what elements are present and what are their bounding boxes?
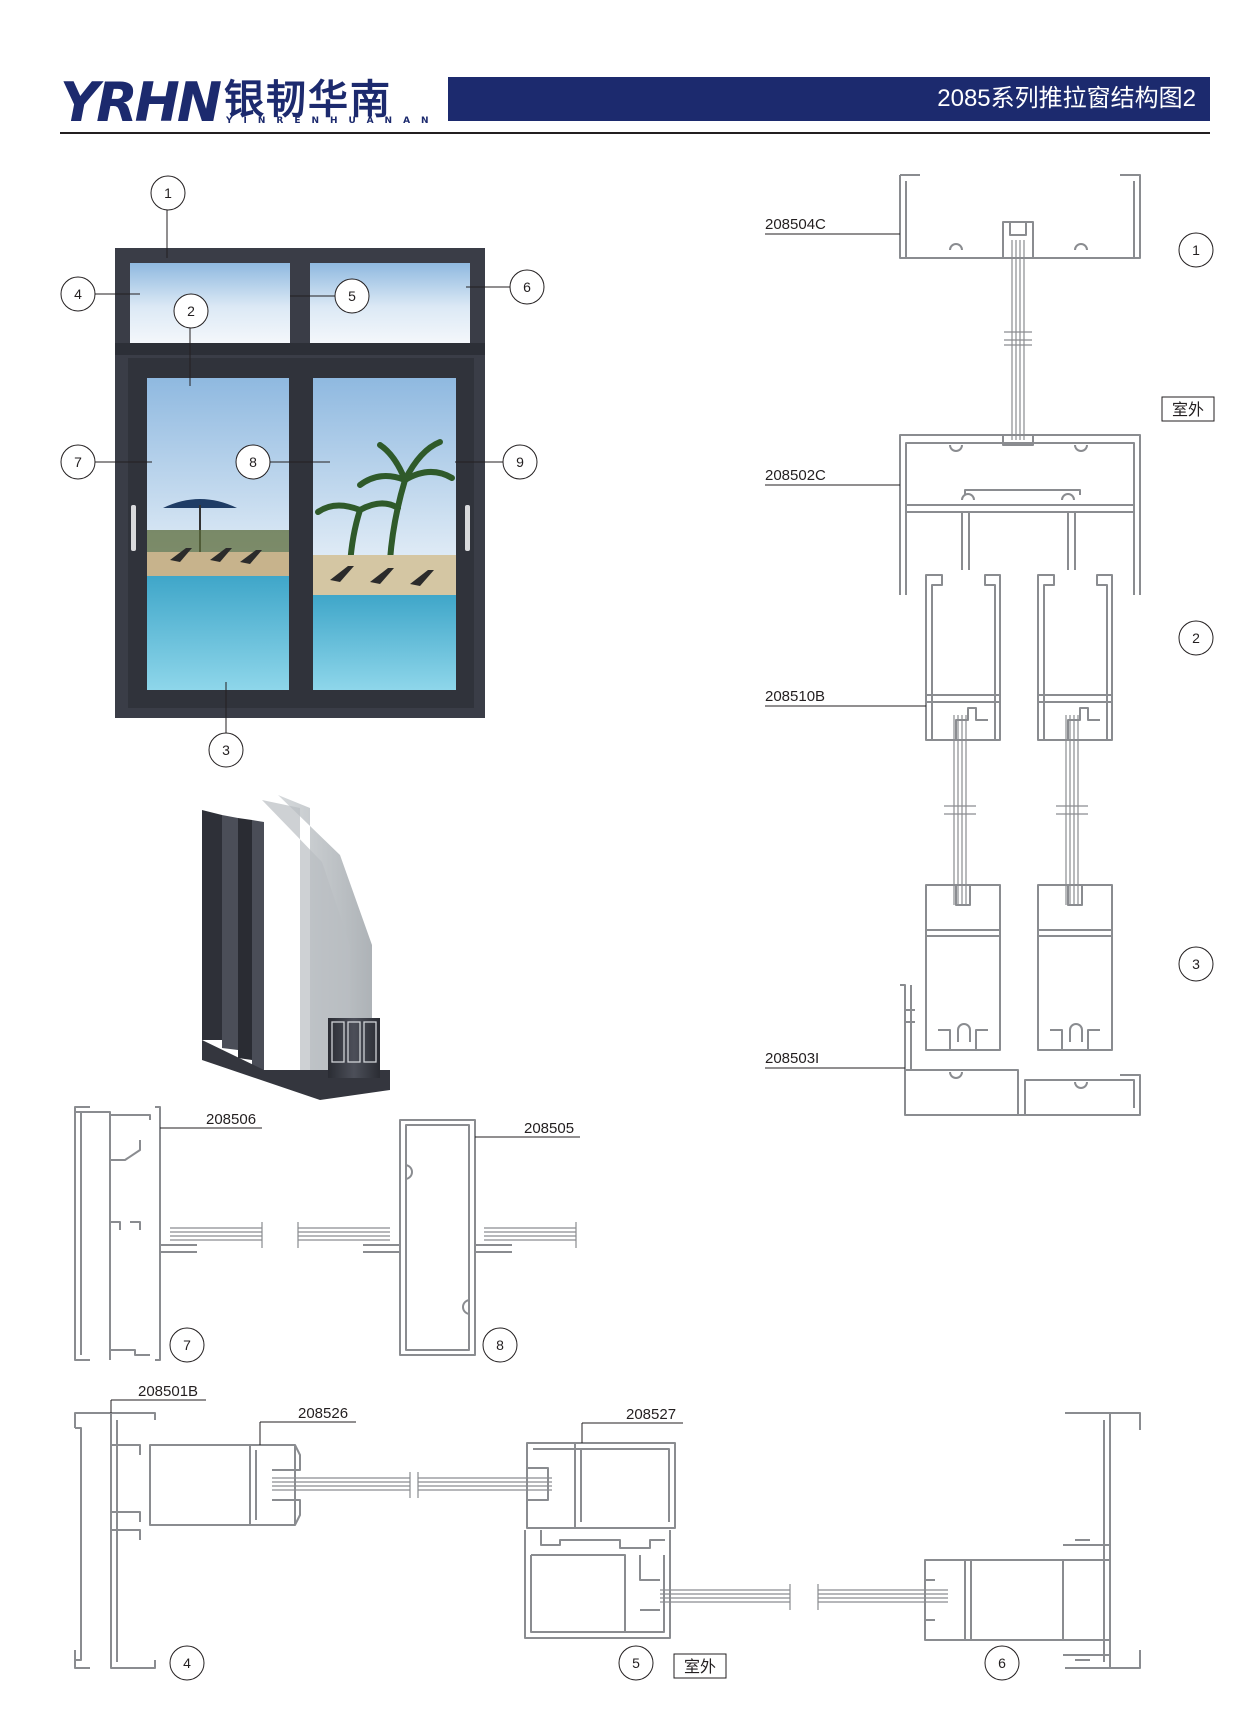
handle-left: [131, 505, 136, 551]
lounge-chairs-right: [330, 566, 434, 586]
section-callout-6: 6: [984, 1645, 1020, 1681]
hedge: [147, 530, 289, 552]
svg-text:8: 8: [496, 1337, 504, 1353]
callout-8: 8: [235, 444, 271, 480]
elevation-callouts: 1 4 2 5 6 7 8 9 3: [60, 175, 545, 768]
umbrella-icon: [163, 499, 237, 508]
section-7-8: [74, 1106, 577, 1361]
outdoor-tag-top: 室外: [1161, 396, 1215, 422]
svg-text:4: 4: [183, 1655, 191, 1671]
transom-bar: [115, 343, 485, 355]
vertical-section: [899, 174, 1141, 1116]
elevation-leaders: [95, 207, 510, 734]
callout-1: 1: [150, 175, 186, 211]
profile-208505: [399, 1119, 476, 1356]
label-208502C: 208502C: [765, 467, 826, 484]
profile-208510B-right: [1037, 574, 1113, 741]
callout-3: 3: [208, 732, 244, 768]
svg-text:1: 1: [164, 185, 172, 201]
label-208506: 208506: [206, 1111, 256, 1128]
frame-web-1: [202, 810, 222, 1040]
svg-text:室外: 室外: [1172, 400, 1204, 419]
svg-text:4: 4: [74, 286, 82, 302]
sill-section-cut: [328, 1018, 380, 1078]
svg-text:7: 7: [183, 1337, 191, 1353]
label-208527: 208527: [626, 1406, 676, 1423]
svg-text:7: 7: [74, 454, 82, 470]
profile-sash-bottom-left: [925, 884, 1001, 1051]
profile-sash-bottom-right: [1037, 884, 1113, 1051]
corner-section-3d: [202, 795, 390, 1100]
profile-208510B-left: [925, 574, 1001, 741]
brand-name-cn: 银韧华南: [224, 77, 392, 123]
glass-pane-inner: [262, 800, 350, 1075]
pool-left: [147, 576, 289, 690]
section-callout-4: 4: [169, 1645, 205, 1681]
callout-6: 6: [509, 269, 545, 305]
transom-right-glass: [310, 263, 470, 343]
label-208526: 208526: [298, 1405, 348, 1422]
svg-text:6: 6: [523, 279, 531, 295]
svg-text:9: 9: [516, 454, 524, 470]
frame-web-2: [222, 815, 238, 1050]
profile-208503I: [900, 984, 1141, 1116]
svg-text:2: 2: [1192, 630, 1200, 646]
section-callout-1: 1: [1178, 232, 1214, 268]
section-4-5-6: [74, 1412, 1141, 1669]
header-rule: [60, 132, 1210, 134]
svg-text:1: 1: [1192, 242, 1200, 258]
label-208510B: 208510B: [765, 688, 825, 705]
section-callout-2: 2: [1178, 620, 1214, 656]
callout-4: 4: [60, 276, 96, 312]
section-4-5-6-labels: 208501B 208526 208527 4 5 6 室外: [110, 1383, 1020, 1681]
svg-text:6: 6: [998, 1655, 1006, 1671]
callout-2: 2: [173, 293, 209, 329]
profile-208504C: [899, 174, 1141, 259]
transom-left-glass: [130, 263, 290, 343]
logo-mark: YRHN: [60, 71, 222, 134]
section-callout-8: 8: [482, 1327, 518, 1363]
lounge-chairs-left: [170, 548, 262, 564]
label-208505: 208505: [524, 1120, 574, 1137]
page-title: 2085系列推拉窗结构图2: [937, 85, 1196, 112]
profile-208501B: [74, 1412, 90, 1669]
profile-208526: [149, 1444, 296, 1526]
svg-text:3: 3: [1192, 956, 1200, 972]
pool-right: [313, 595, 456, 690]
svg-text:室外: 室外: [684, 1657, 716, 1676]
svg-text:8: 8: [249, 454, 257, 470]
callout-9: 9: [502, 444, 538, 480]
handle-right: [465, 505, 470, 551]
callout-5: 5: [334, 278, 370, 314]
frame-sill: [202, 1040, 390, 1100]
title-bar: 2085系列推拉窗结构图2: [448, 77, 1210, 121]
svg-text:5: 5: [348, 288, 356, 304]
brand-name-en: YINRENHUANAN: [226, 116, 440, 126]
frame-web-4: [252, 820, 264, 1070]
svg-text:5: 5: [632, 1655, 640, 1671]
svg-text:3: 3: [222, 742, 230, 758]
section-7-8-labels: 208506 208505 7 8: [160, 1111, 580, 1363]
label-208504C: 208504C: [765, 216, 826, 233]
callout-7: 7: [60, 444, 96, 480]
window-elevation: [115, 248, 485, 718]
section-callout-3: 3: [1178, 946, 1214, 982]
svg-text:2: 2: [187, 303, 195, 319]
outdoor-tag-bottom: 室外: [673, 1653, 727, 1679]
section-callout-7: 7: [169, 1327, 205, 1363]
profile-208502C: [899, 434, 1141, 595]
section-callout-5: 5: [618, 1645, 654, 1681]
frame-web-3: [238, 818, 252, 1060]
vertical-section-labels: 208504C 208502C 208510B 208503I 1 2 3 室外: [765, 216, 1215, 1069]
profile-208506: [74, 1106, 161, 1361]
label-208503I: 208503I: [765, 1050, 819, 1067]
label-208501B: 208501B: [138, 1383, 198, 1400]
